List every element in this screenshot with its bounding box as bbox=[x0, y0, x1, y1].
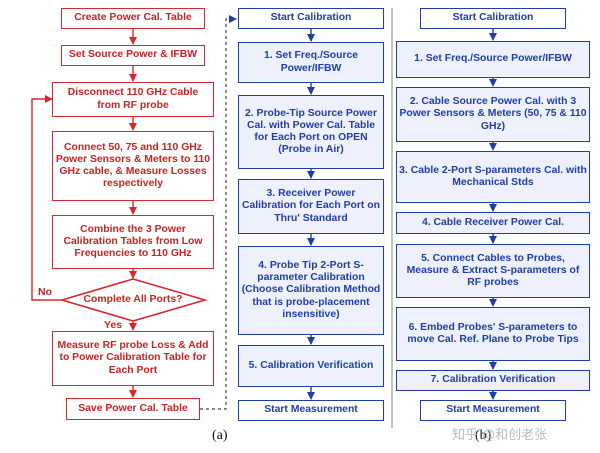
watermark-text: 知乎 @和创老张 bbox=[452, 428, 548, 443]
decision-diamond bbox=[59, 278, 208, 322]
step-b-set-freq: 1. Set Freq./Source Power/IFBW bbox=[396, 41, 590, 78]
step-measure-probe-loss: Measure RF probe Loss & Add to Power Cal… bbox=[52, 331, 214, 386]
step-set-source-power: Set Source Power & IFBW bbox=[61, 45, 205, 66]
step-b-verification: 7. Calibration Verification bbox=[396, 370, 590, 391]
step-a-receiver-power-cal: 3. Receiver Power Calibration for Each P… bbox=[238, 179, 384, 234]
start-measurement-a: Start Measurement bbox=[238, 400, 384, 421]
decision-label: Complete All Ports? bbox=[83, 294, 183, 305]
yes-label: Yes bbox=[104, 319, 123, 331]
step-connect-power-sensors: Connect 50, 75 and 110 GHz Power Sensors… bbox=[52, 131, 214, 201]
caption-b: (b) bbox=[475, 428, 492, 443]
no-loop-arrow bbox=[31, 95, 62, 301]
step-b-cable-source-power-cal: 2. Cable Source Power Cal. with 3 Power … bbox=[396, 87, 590, 142]
no-label: No bbox=[38, 286, 52, 298]
step-create-power-cal-table: Create Power Cal. Table bbox=[61, 8, 205, 29]
dashed-link bbox=[200, 15, 237, 410]
step-a-s-parameter-cal: 4. Probe Tip 2-Port S-parameter Calibrat… bbox=[238, 246, 384, 335]
start-measurement-b: Start Measurement bbox=[420, 400, 566, 421]
step-a-set-freq: 1. Set Freq./Source Power/IFBW bbox=[238, 42, 384, 83]
step-combine-tables: Combine the 3 Power Calibration Tables f… bbox=[52, 215, 214, 269]
step-b-cable-receiver-cal: 4. Cable Receiver Power Cal. bbox=[396, 212, 590, 234]
step-disconnect-cable: Disconnect 110 GHz Cable from RF probe bbox=[52, 82, 214, 117]
step-b-embed-probes: 6. Embed Probes' S-parameters to move Ca… bbox=[396, 307, 590, 361]
start-calibration-a: Start Calibration bbox=[238, 8, 384, 29]
step-b-connect-cables: 5. Connect Cables to Probes, Measure & E… bbox=[396, 244, 590, 298]
start-calibration-b: Start Calibration bbox=[420, 8, 566, 29]
step-save-power-cal-table: Save Power Cal. Table bbox=[66, 398, 200, 420]
caption-a: (a) bbox=[212, 428, 228, 443]
step-a-verification: 5. Calibration Verification bbox=[238, 345, 384, 387]
step-b-cable-2port-cal: 3. Cable 2-Port S-parameters Cal. with M… bbox=[396, 151, 590, 203]
step-a-probe-tip-source-cal: 2. Probe-Tip Source Power Cal. with Powe… bbox=[238, 95, 384, 169]
